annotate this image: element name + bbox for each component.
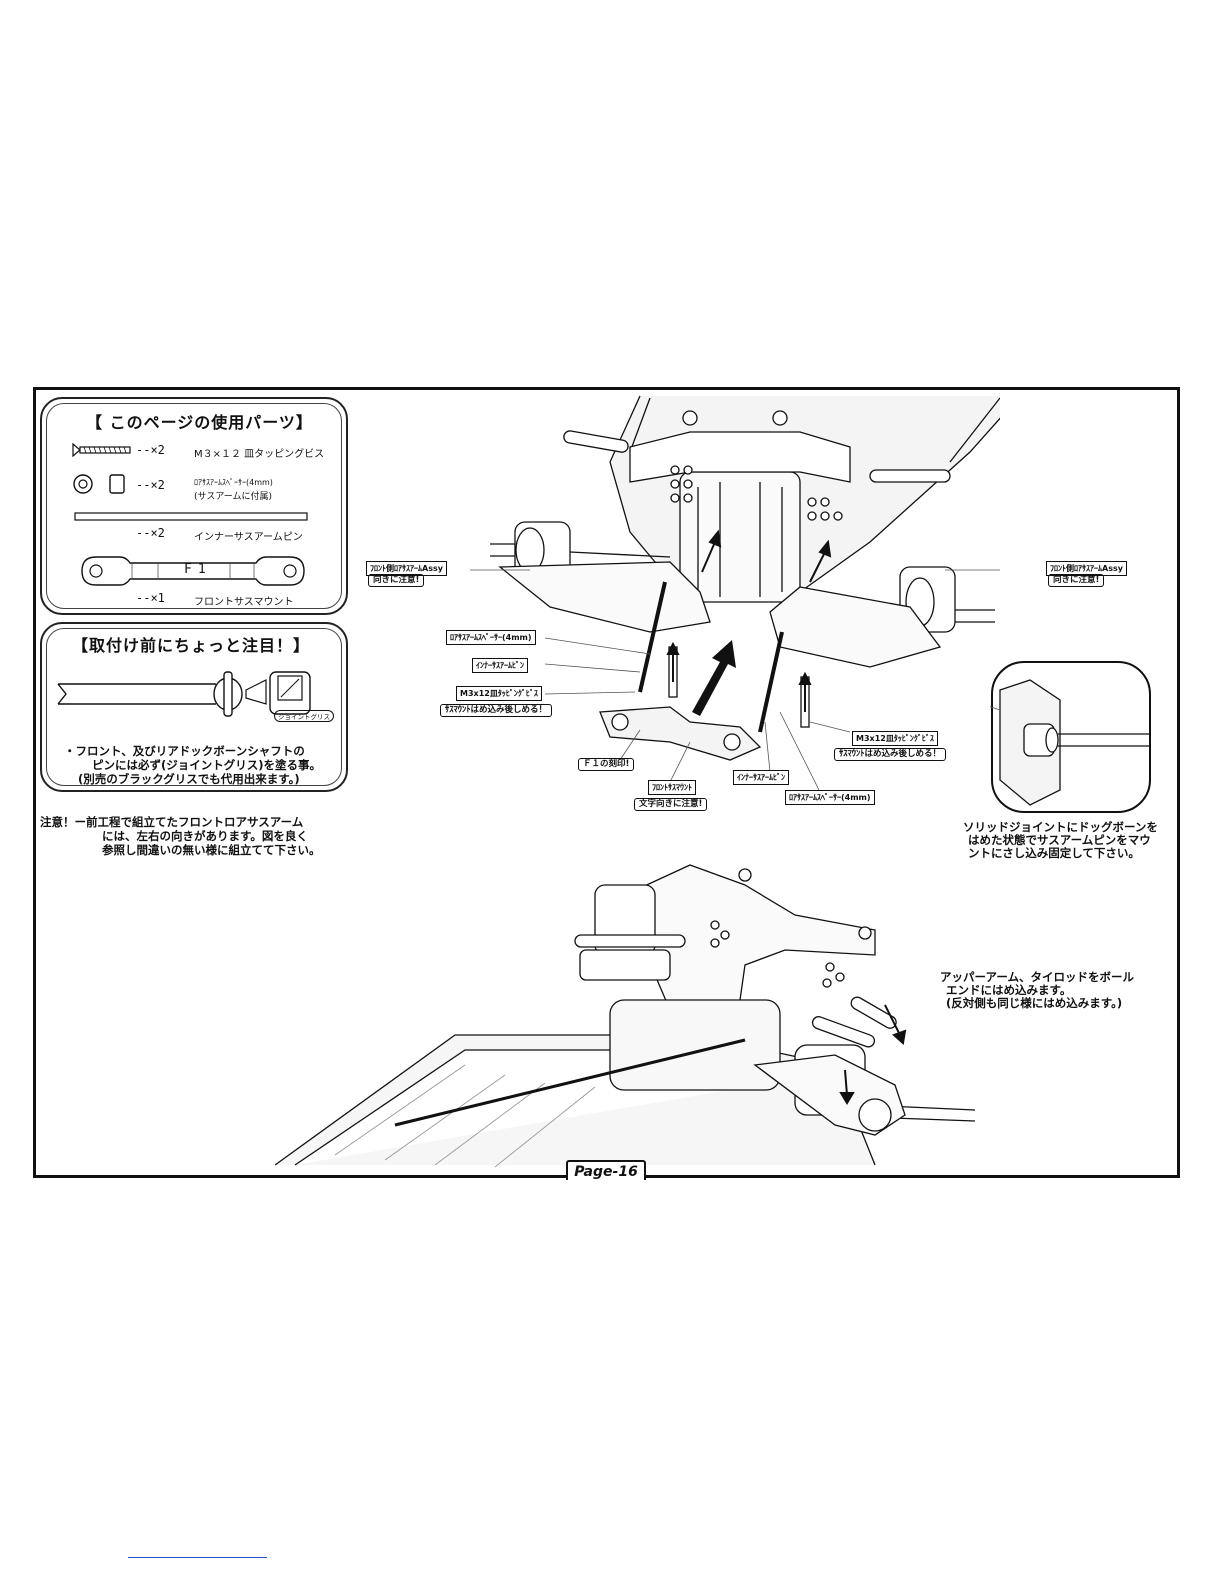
caution-line-3: 参照し間違いの無い様に組立てて下さい。 (102, 843, 321, 857)
callout-pin-left: ｲﾝﾅｰｻｽｱｰﾑﾋﾟﾝ (472, 658, 528, 673)
pin-name: インナーサスアームピン (194, 532, 303, 543)
spacer-icon (73, 474, 125, 494)
page-number-badge: Page-16 (566, 1160, 646, 1180)
mount-qty: --×1 (136, 591, 165, 605)
upper-arm-note-line-1: アッパーアーム、タイロッドをボール (940, 970, 1135, 984)
attention-panel: 【取付け前にちょっと注目！】 ジョイントグリス ・フロント、及びリアドックボーン… (40, 622, 348, 792)
callout-right-assy: ﾌﾛﾝﾄ側ﾛｱｻｽｱｰﾑAssy (1046, 561, 1127, 576)
detail-note-line-1: ソリッドジョイントにドッグボーンを (963, 820, 1158, 834)
screw-icon (72, 443, 131, 457)
mount-name: フロントサスマウント (194, 597, 294, 608)
screw-name: M３×１２ 皿タッピングビス (194, 449, 325, 460)
pin-qty: --×2 (136, 526, 165, 540)
callout-screw-left: M3x12皿ﾀｯﾋﾟﾝｸﾞﾋﾞｽ (456, 686, 542, 701)
spacer-name: ﾛｱｻｽｱｰﾑｽﾍﾟｰｻｰ(4mm) (194, 478, 273, 487)
bottom-link-underline (128, 1557, 267, 1558)
callout-screw-right-note: ｻｽﾏｳﾝﾄはめ込み後しめる！ (834, 748, 947, 761)
upper-arm-note-line-3: (反対側も同じ様にはめ込みます。) (946, 996, 1123, 1010)
caution-line-2: には、左右の向きがあります。図を良く (102, 829, 308, 843)
callout-f1-mark: Ｆ１の刻印! (578, 758, 635, 771)
pin-icon (74, 512, 308, 521)
upper-arm-note-line-2: エンドにはめ込みます。 (946, 983, 1072, 997)
callout-screw-right: M3x12皿ﾀｯﾋﾟﾝｸﾞﾋﾞｽ (852, 731, 938, 746)
upper-arm-tierod-illustration (275, 864, 976, 1168)
callout-left-assy-note: 向きに注意! (368, 574, 425, 587)
attention-line-2: ピンには必ず(ジョイントグリス)を塗る事。 (92, 758, 322, 772)
grease-label: ジョイントグリス (274, 710, 334, 722)
callout-right-assy-note: 向きに注意! (1048, 574, 1105, 587)
spacer-note: (サスアームに付属) (194, 492, 273, 502)
parts-panel-title: 【 このページの使用パーツ】 (86, 413, 313, 432)
parts-panel: 【 このページの使用パーツ】 --×2 M３×１２ 皿タッピングビス --×2 … (40, 397, 348, 615)
caution-line-1: 注意！ー前工程で組立てたフロントロアサスアーム (40, 815, 304, 829)
callout-screw-left-note: ｻｽﾏｳﾝﾄはめ込み後しめる！ (440, 704, 553, 717)
callout-left-assy: ﾌﾛﾝﾄ側ﾛｱｻｽｱｰﾑAssy (366, 561, 447, 576)
callout-pin-right: ｲﾝﾅｰｻｽｱｰﾑﾋﾟﾝ (733, 770, 789, 785)
detail-note-line-3: ントにさし込み固定して下さい。 (968, 846, 1140, 860)
screw-qty: --×2 (136, 443, 165, 457)
dogbone-grease-diagram (57, 671, 311, 717)
attention-line-3: (別売のブラックグリスでも代用出来ます。) (78, 772, 300, 786)
callout-mount: ﾌﾛﾝﾄｻｽﾏｳﾝﾄ (648, 780, 696, 795)
callout-mount-note: 文字向きに注意! (634, 798, 708, 811)
detail-note-line-2: はめた状態でサスアームピンをマウ (968, 833, 1151, 847)
attention-line-1: ・フロント、及びリアドックボーンシャフトの (64, 744, 305, 758)
spacer-qty: --×2 (136, 478, 165, 492)
mount-mark: F1 (184, 562, 212, 577)
callout-spacer-left: ﾛｱｻｽｱｰﾑｽﾍﾟｰｻｰ(4mm) (446, 630, 536, 645)
front-suspension-exploded-illustration (470, 395, 1000, 793)
solid-joint-detail-illustration (990, 661, 1151, 813)
callout-spacer-right: ﾛｱｻｽｱｰﾑｽﾍﾟｰｻｰ(4mm) (785, 790, 875, 805)
mount-icon (81, 556, 305, 586)
attention-panel-title: 【取付け前にちょっと注目！】 (72, 636, 311, 655)
